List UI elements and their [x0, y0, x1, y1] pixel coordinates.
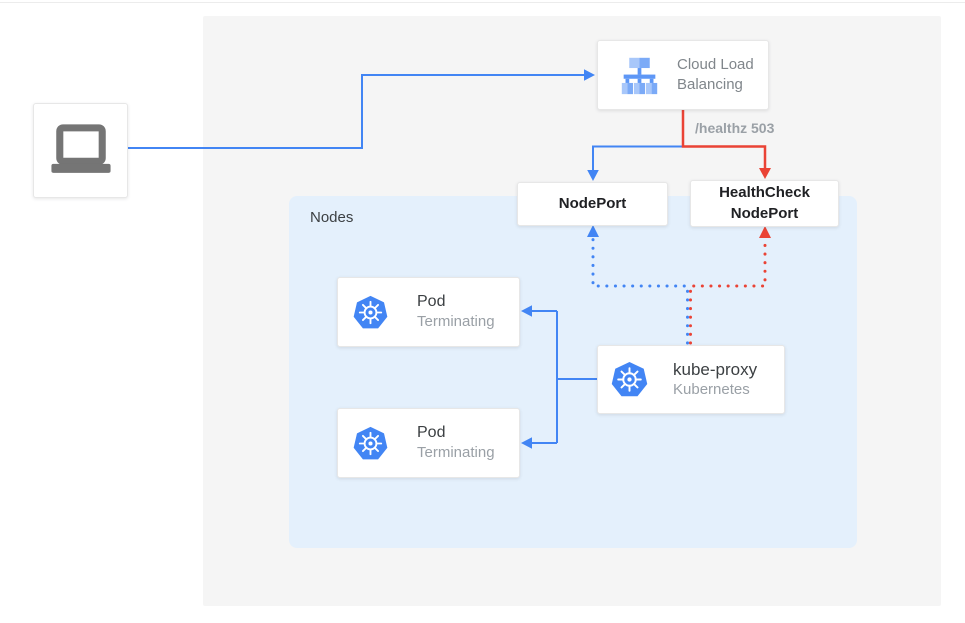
kube-proxy-title: kube-proxy — [673, 360, 758, 380]
pod-title: Pod — [417, 293, 446, 311]
lb-to-healthcheck-arrowhead — [759, 168, 771, 179]
pod-status: Terminating — [417, 444, 495, 462]
kube-proxy-subtitle: Kubernetes — [673, 381, 750, 399]
kubeproxy-to-nodeport-dotted — [591, 236, 689, 345]
cloud-load-balancing-label: Cloud Load Balancing — [677, 55, 754, 93]
pod-status: Terminating — [417, 313, 495, 331]
nodeport-label: NodePort — [558, 194, 627, 212]
healthcheck-nodeport-node: HealthCheck NodePort — [690, 180, 839, 227]
kubernetes-icon — [352, 425, 389, 462]
kubeproxy-to-healthcheck-dotted — [689, 237, 767, 345]
healthcheck-nodeport-label: HealthCheck NodePort — [719, 184, 810, 222]
kubernetes-icon — [352, 294, 389, 331]
top-divider — [0, 2, 965, 3]
kube-proxy-node: kube-proxy Kubernetes — [597, 345, 785, 414]
nodeport-node: NodePort — [517, 182, 668, 226]
laptop-icon — [50, 124, 112, 178]
client-to-lb-arrow — [128, 74, 584, 149]
kubeproxy-to-pod1-arrowhead — [521, 305, 532, 317]
kubernetes-icon — [610, 360, 649, 399]
healthz-503-label: /healthz 503 — [695, 120, 775, 136]
client-laptop-node — [33, 103, 128, 198]
pod-terminating-node-2: Pod Terminating — [337, 408, 520, 478]
kubeproxy-to-pods-lines — [531, 310, 597, 444]
kubeproxy-to-healthcheck-arrowhead — [759, 226, 771, 238]
client-to-lb-arrowhead — [584, 69, 595, 81]
lb-to-nodeport-arrow — [592, 145, 683, 171]
kubeproxy-to-nodeport-arrowhead — [587, 225, 599, 237]
nodes-group-label: Nodes — [310, 209, 354, 226]
cloud-load-balancing-node: Cloud Load Balancing — [597, 40, 769, 110]
kubeproxy-to-pod2-arrowhead — [521, 437, 532, 449]
lb-to-healthcheck-arrow — [681, 110, 767, 169]
pod-terminating-node-1: Pod Terminating — [337, 277, 520, 347]
pod-title: Pod — [417, 424, 446, 442]
lb-to-nodeport-arrowhead — [587, 170, 599, 181]
load-balancer-icon — [617, 55, 662, 96]
